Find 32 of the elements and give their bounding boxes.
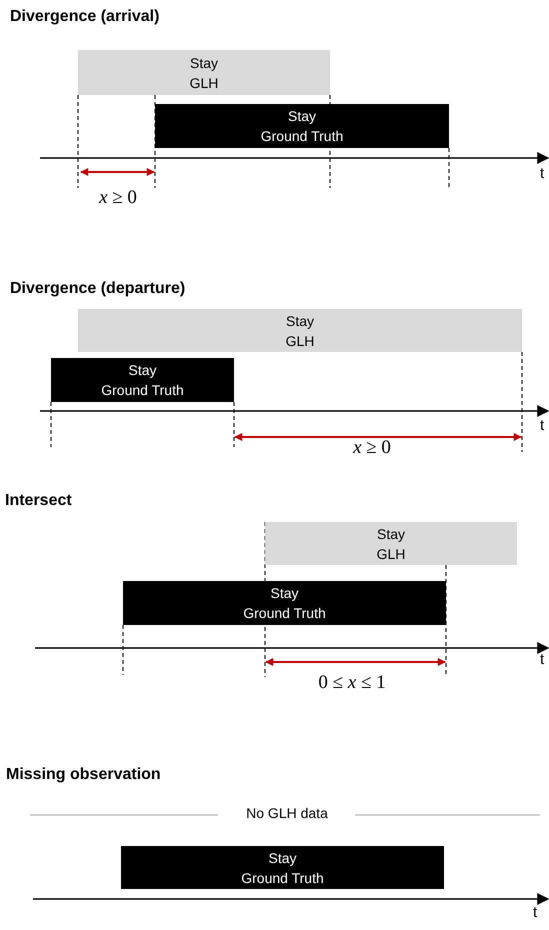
bar-label: Ground Truth (101, 381, 184, 400)
bar-label: Ground Truth (241, 868, 324, 888)
bar-label: Ground Truth (243, 604, 326, 623)
glh-stay-bar (265, 522, 517, 565)
axis-label: t (540, 418, 544, 434)
section-heading: Intersect (5, 492, 72, 510)
bar-label: Stay (288, 107, 316, 126)
section-heading: Divergence (departure) (10, 280, 186, 298)
bar-label: Stay (128, 361, 156, 380)
bar-label: GLH (286, 332, 314, 350)
bar-label: Ground Truth (260, 127, 344, 146)
bar-label: GLH (190, 74, 218, 92)
axis-label: t (540, 166, 544, 182)
bar-label: Stay (190, 54, 218, 72)
bar-label: Stay (376, 524, 405, 544)
formula-label: 0 ≤ x ≤ 1 (318, 673, 386, 694)
bar-label: Stay (270, 584, 298, 603)
section-heading: Divergence (arrival) (10, 8, 160, 26)
bar-label: Stay (286, 312, 314, 330)
axis-label: t (540, 652, 544, 668)
glh-stay-bar (78, 309, 522, 352)
bar-label: Stay (268, 848, 296, 868)
ground-truth-stay-bar (155, 104, 449, 148)
section-heading: Missing observation (6, 766, 161, 784)
glh-stay-bar (78, 50, 330, 95)
axis-label: t (533, 905, 538, 922)
ground-truth-stay-bar (123, 581, 446, 625)
ground-truth-stay-bar (121, 846, 444, 889)
formula-label: x ≥ 0 (99, 188, 137, 209)
ground-truth-stay-bar (51, 358, 234, 402)
formula-label: x ≥ 0 (353, 438, 391, 459)
bar-label: GLH (376, 544, 406, 564)
